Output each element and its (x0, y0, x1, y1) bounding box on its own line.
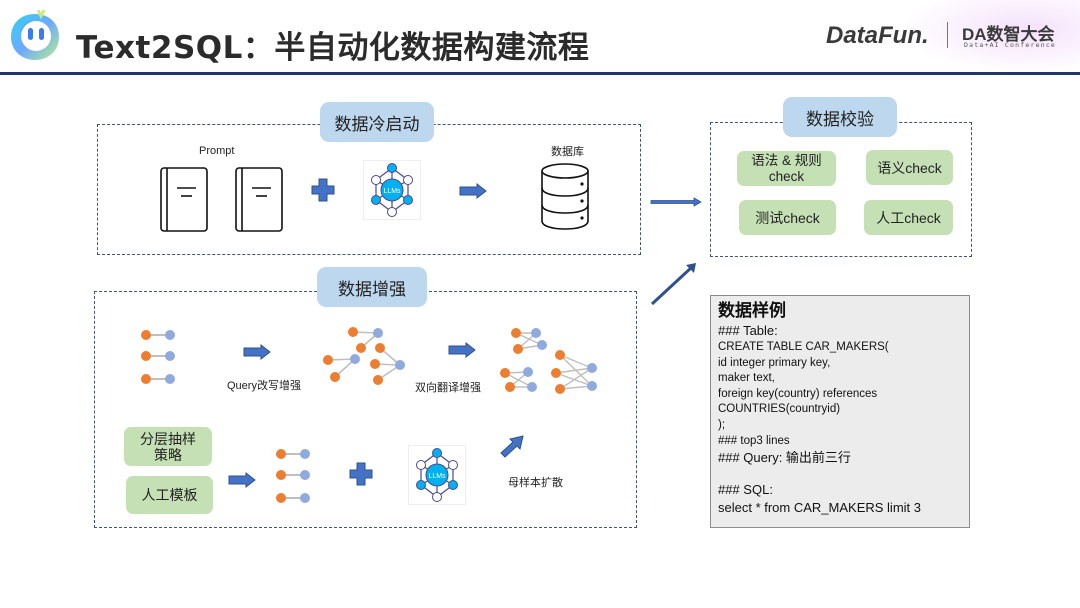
sample-line: ); (718, 418, 726, 431)
sample-line: ### Table: (718, 323, 778, 338)
seed-expansion-label: 母样本扩散 (508, 477, 563, 489)
da-conference-subtitle: Data+AI Conference (964, 41, 1057, 49)
llm-label: LLMs (383, 188, 401, 195)
llm-network-icon: LLMs (363, 160, 421, 220)
stratified-sampling-box: 分层抽样 策略 (124, 427, 212, 466)
validation-section (710, 122, 972, 257)
database-label: 数据库 (551, 146, 584, 158)
plus-icon (311, 178, 335, 202)
prompt-label: Prompt (199, 145, 235, 157)
manual-template-box: 人工模板 (126, 476, 213, 514)
arrow-right-icon (448, 341, 476, 359)
datafun-logo: DataFun. (826, 22, 929, 49)
arrow-right-icon (228, 471, 256, 489)
sample-line: ### Query: 输出前三行 (718, 450, 851, 466)
sample-line: ### SQL: (718, 482, 773, 498)
seed-pairs-icon (141, 330, 175, 384)
query-rewrite-graph-icon (323, 327, 405, 385)
llm-network-icon: LLMs (408, 445, 466, 505)
augmentation-tag: 数据增强 (317, 267, 427, 307)
brand-divider (947, 22, 948, 48)
validation-tag: 数据校验 (783, 97, 897, 137)
prompt-document-icon (235, 167, 283, 232)
plus-icon (349, 462, 373, 486)
sample-line: COUNTRIES(countryid) (718, 403, 841, 416)
arrow-diagonal-icon (650, 263, 696, 306)
semantic-check: 语义check (866, 150, 953, 185)
cold-start-tag: 数据冷启动 (320, 102, 434, 142)
logo-icon (11, 9, 59, 60)
prompt-document-icon (160, 167, 208, 232)
back-translation-label: 双向翻译增强 (415, 382, 481, 394)
test-check: 测试check (739, 200, 836, 235)
arrow-up-right-icon (500, 435, 524, 458)
back-translation-graph-icon (500, 328, 597, 394)
sample-line: CREATE TABLE CAR_MAKERS( (718, 341, 889, 353)
header-rule (0, 72, 1080, 75)
arrow-right-icon (459, 182, 487, 200)
page-title: Text2SQL：半自动化数据构建流程 (76, 30, 590, 66)
syntax-rule-check: 语法 & 规则 check (737, 151, 836, 186)
data-sample-title: 数据样例 (718, 301, 786, 320)
seed-pairs-icon (276, 449, 310, 503)
sample-line: select * from CAR_MAKERS limit 3 (718, 500, 921, 516)
arrow-right-icon (243, 343, 271, 361)
query-rewrite-label: Query改写增强 (227, 380, 301, 392)
header-glow (900, 0, 1080, 74)
da-conference-logo: DA数智大会 (962, 25, 1055, 44)
sample-line: id integer primary key, (718, 356, 831, 369)
sample-blank-line (718, 467, 962, 481)
sample-line: maker text, (718, 372, 775, 385)
arrow-to-validation-icon (650, 197, 702, 207)
sample-line: foreign key(country) references (718, 387, 878, 400)
llm-label: LLMs (428, 473, 446, 480)
database-icon (541, 163, 589, 230)
data-sample-panel: 数据样例 ### Table: CREATE TABLE CAR_MAKERS(… (710, 295, 970, 528)
manual-check: 人工check (864, 200, 953, 235)
sample-line: ### top3 lines (718, 434, 790, 447)
